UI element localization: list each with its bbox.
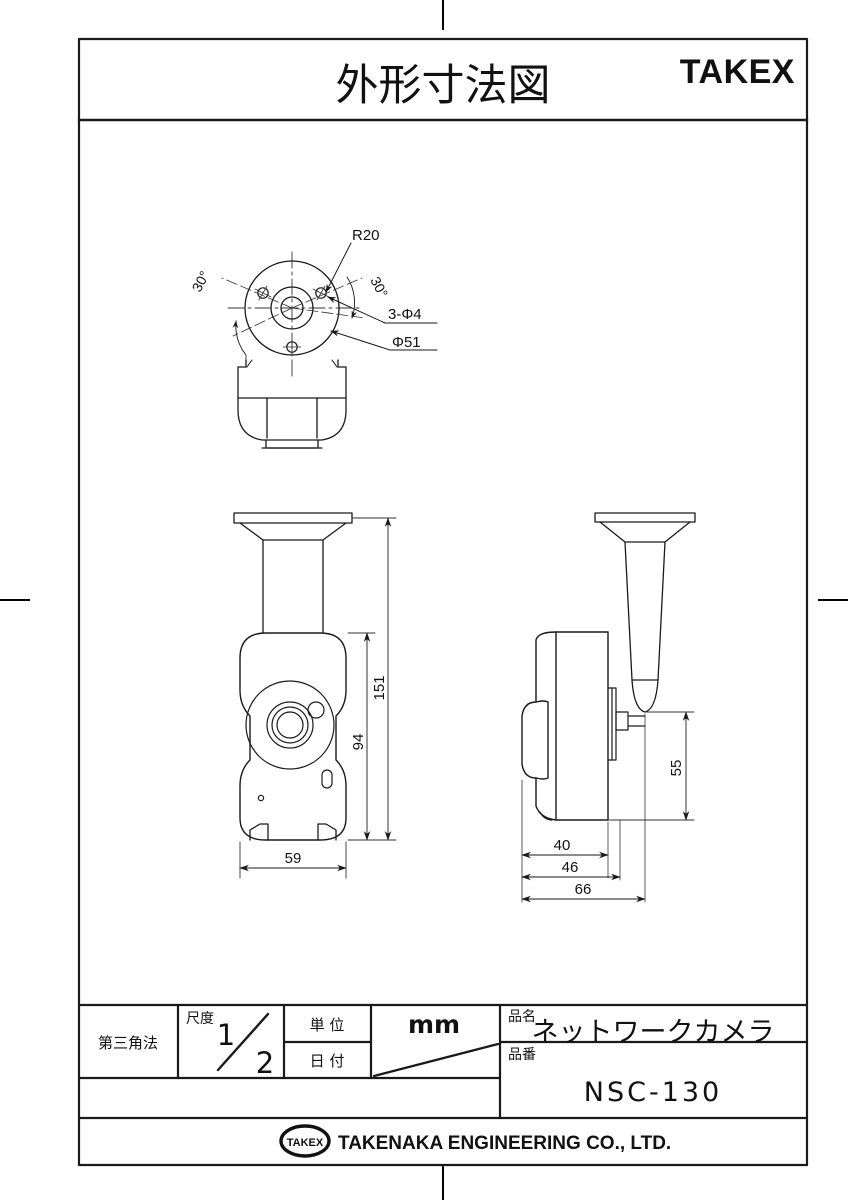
- drawing-title: 外形寸法図: [336, 61, 551, 111]
- reg-mark-bottom: [442, 1166, 444, 1200]
- scale-denominator: 2: [256, 1046, 274, 1080]
- part-number: NSC-130: [584, 1077, 722, 1108]
- dim-front-overall-height: 151: [371, 675, 388, 700]
- scale-numerator: 1: [217, 1018, 235, 1052]
- brand-logo: TAKEX: [680, 53, 795, 91]
- footer: TAKEX TAKENAKA ENGINEERING CO., LTD.: [279, 1124, 671, 1158]
- date-label: 日 付: [310, 1052, 345, 1070]
- reg-mark-right: [818, 599, 848, 601]
- company-name: TAKENAKA ENGINEERING CO., LTD.: [338, 1133, 671, 1154]
- sheet-frame: [77, 37, 809, 1167]
- callout-holes: 3-Φ4: [388, 306, 422, 323]
- unit-value: mm: [408, 1010, 460, 1039]
- callout-angle-right: 30°: [367, 274, 391, 300]
- side-view: [521, 512, 696, 903]
- callout-angle-left: 30°: [189, 268, 213, 294]
- reg-mark-left: [0, 599, 30, 601]
- dim-side-body-depth: 40: [554, 837, 571, 854]
- footer-logo-text: TAKEX: [287, 1137, 324, 1149]
- callout-r20: R20: [352, 227, 380, 244]
- unit-label: 単 位: [310, 1016, 345, 1034]
- dim-front-body-height: 94: [350, 734, 367, 751]
- reg-mark-top: [442, 0, 444, 30]
- top-view: [221, 242, 438, 449]
- dim-side-arm-height: 55: [668, 760, 685, 777]
- front-view: [233, 512, 397, 879]
- callout-diameter: Φ51: [392, 334, 421, 351]
- dim-side-mount-depth: 46: [562, 859, 579, 876]
- projection-method: 第三角法: [98, 1034, 158, 1052]
- scale-label: 尺度: [186, 1011, 214, 1027]
- product-name-label: 品名: [508, 1009, 536, 1025]
- dim-side-overall-depth: 66: [575, 881, 592, 898]
- product-name: ネットワークカメラ: [532, 1017, 775, 1048]
- part-number-label: 品番: [508, 1047, 536, 1063]
- dim-front-body-width: 59: [285, 850, 302, 867]
- title-block: [77, 1003, 809, 1120]
